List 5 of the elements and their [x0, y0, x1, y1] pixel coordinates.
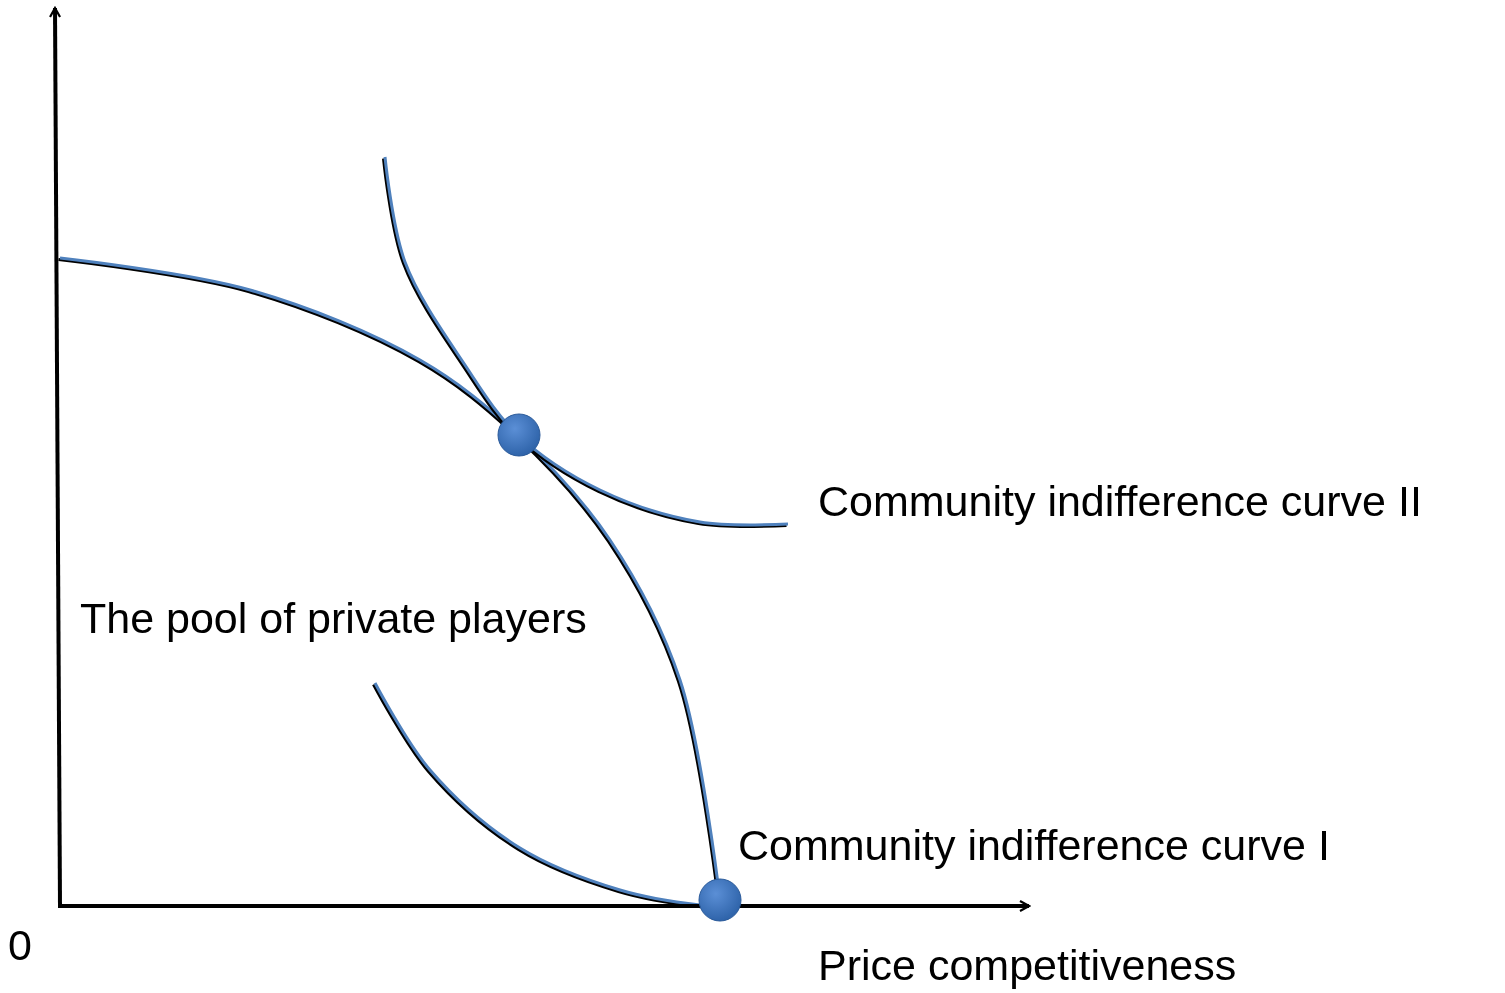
curve-label: Community indifference curve I [738, 822, 1330, 870]
axis-label: Price competitiveness [818, 942, 1237, 990]
region-label: The pool of private players [80, 595, 587, 643]
curve-label: Community indifference curve II [818, 478, 1422, 526]
origin-label: 0 [8, 922, 32, 970]
